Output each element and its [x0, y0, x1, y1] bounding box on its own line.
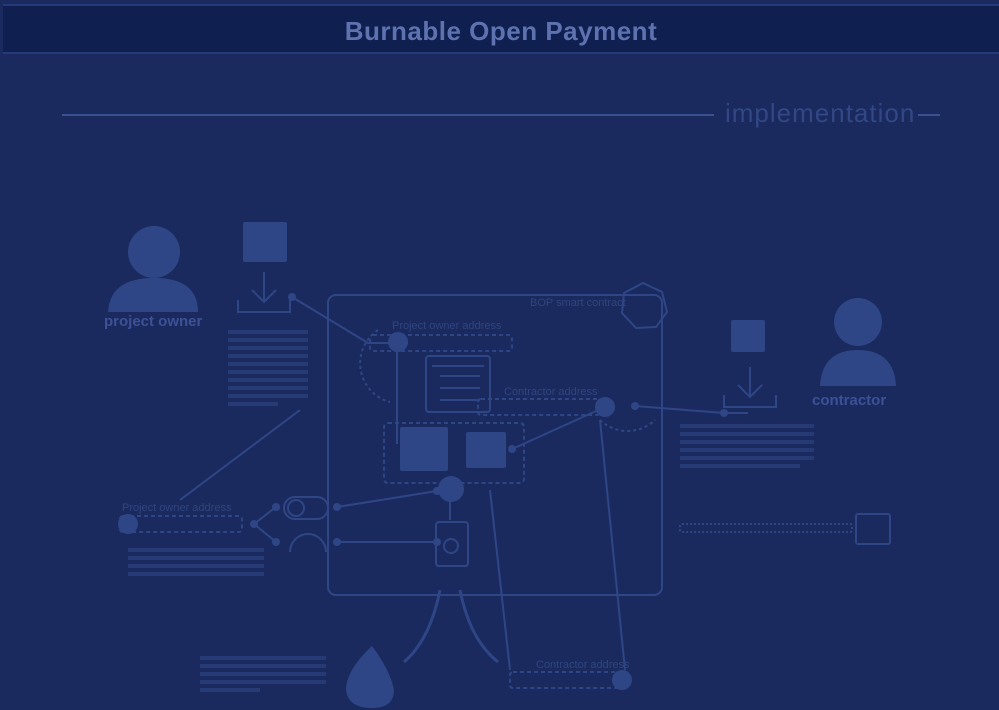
- contractor-download-icon: [723, 367, 777, 408]
- toggle-icon: [283, 496, 329, 520]
- connector-toggle: [253, 506, 277, 525]
- lock-icon-mid: [595, 397, 615, 417]
- section-title: implementation: [725, 98, 916, 128]
- lock-icon-center: [438, 476, 464, 502]
- exit-bar: [679, 523, 853, 533]
- gauge-icon: [289, 533, 327, 553]
- contractor-address-bar-mid: [477, 398, 601, 416]
- lock-icon-top: [388, 332, 408, 352]
- owner-download-icon: [237, 272, 291, 313]
- contractor-address-mid-label: Contractor address: [504, 386, 598, 398]
- contractor-person-icon: [834, 298, 882, 346]
- section-divider-right: [918, 114, 940, 116]
- owner-address-left-label: Project owner address: [122, 502, 232, 514]
- contractor-address-bar-bottom: [509, 671, 623, 689]
- globe-icon: [620, 281, 669, 330]
- contract-label: BOP smart contract: [530, 297, 626, 309]
- role-owner-label: project owner: [104, 313, 203, 330]
- role-contractor-label: contractor: [812, 392, 887, 409]
- section-divider-left: [62, 114, 714, 116]
- owner-money-icon: [243, 222, 287, 262]
- page-title: Burnable Open Payment: [344, 16, 658, 46]
- owner-person-icon: [128, 226, 180, 278]
- contract-box: [327, 294, 663, 596]
- header-banner: Burnable Open Payment: [3, 4, 999, 54]
- owner-address-top-label: Project owner address: [392, 320, 502, 332]
- burn-device: [435, 521, 469, 567]
- fire-icon: [346, 646, 394, 708]
- exit-icon: [855, 513, 891, 545]
- lock-icon-left: [118, 514, 138, 534]
- contractor-money-icon: [731, 320, 765, 352]
- document-icon: [425, 355, 491, 413]
- lock-icon-bottom: [612, 670, 632, 690]
- contractor-address-bottom-label: Contractor address: [536, 659, 630, 671]
- owner-address-bar-left: [119, 515, 243, 533]
- connector-owner-deposit: [291, 296, 398, 344]
